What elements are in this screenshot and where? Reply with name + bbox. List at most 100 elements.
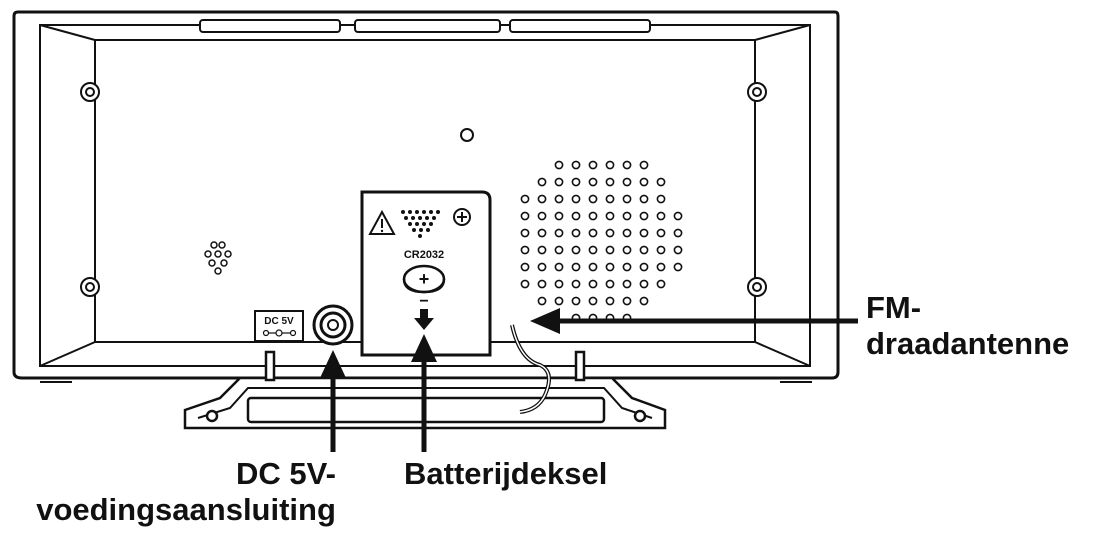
speaker-hole — [588, 245, 598, 255]
top-buttons — [199, 19, 651, 33]
speaker-hole — [571, 211, 581, 221]
speaker-hole — [554, 211, 564, 221]
dc-jack-label: DC 5V — [264, 316, 294, 327]
callout-battery-cover-line1: Batterijdeksel — [404, 456, 608, 491]
speaker-hole — [656, 211, 666, 221]
speaker-hole — [554, 160, 564, 170]
callout-battery-cover: Batterijdeksel — [404, 456, 607, 492]
speaker-hole — [588, 296, 598, 306]
speaker-hole — [537, 177, 547, 187]
speaker-hole — [605, 160, 615, 170]
speaker-hole — [571, 262, 581, 272]
speaker-hole — [639, 228, 649, 238]
hanging-hole — [460, 128, 474, 142]
speaker-hole — [605, 194, 615, 204]
fm-wire-antenna — [510, 324, 551, 414]
speaker-hole — [622, 177, 632, 187]
speaker-hole — [554, 194, 564, 204]
speaker-hole — [537, 245, 547, 255]
speaker-hole — [673, 262, 683, 272]
speaker-hole — [673, 228, 683, 238]
speaker-hole — [520, 194, 530, 204]
speaker-hole — [537, 228, 547, 238]
small-vent — [204, 241, 232, 275]
speaker-hole — [520, 211, 530, 221]
open-direction-arrow-icon — [414, 309, 434, 330]
speaker-hole — [554, 228, 564, 238]
speaker-hole — [673, 211, 683, 221]
speaker-hole — [605, 245, 615, 255]
battery-cover-arrow — [411, 334, 437, 452]
cover-screw-icon — [453, 208, 471, 226]
dc-jack-label-plate: DC 5V — [254, 310, 304, 342]
speaker-hole — [639, 160, 649, 170]
speaker-hole — [520, 245, 530, 255]
polarity-icon — [262, 329, 297, 337]
warning-dots — [401, 210, 440, 238]
fm-antenna-arrow — [530, 308, 858, 334]
callout-arrows — [320, 308, 858, 452]
speaker-hole — [520, 228, 530, 238]
speaker-hole — [622, 279, 632, 289]
speaker-hole — [571, 194, 581, 204]
speaker-hole — [554, 177, 564, 187]
speaker-hole — [571, 228, 581, 238]
speaker-hole — [537, 194, 547, 204]
speaker-hole — [588, 279, 598, 289]
battery-type-label: CR2032 — [404, 249, 444, 261]
speaker-hole — [605, 177, 615, 187]
speaker-hole — [656, 279, 666, 289]
speaker-hole — [656, 262, 666, 272]
speaker-hole — [537, 279, 547, 289]
speaker-hole — [639, 296, 649, 306]
speaker-hole — [622, 296, 632, 306]
speaker-hole — [622, 160, 632, 170]
speaker-hole — [605, 228, 615, 238]
battery-cover: CR2032 + − — [360, 190, 492, 357]
screws — [80, 82, 767, 297]
speaker-hole — [537, 211, 547, 221]
speaker-hole — [656, 194, 666, 204]
speaker-hole — [622, 194, 632, 204]
speaker-hole — [639, 245, 649, 255]
speaker-hole — [622, 262, 632, 272]
speaker-hole — [537, 296, 547, 306]
callout-dc-power: DC 5V- voedingsaansluiting — [8, 456, 336, 528]
speaker-hole — [605, 279, 615, 289]
dc-power-arrow — [320, 350, 346, 452]
speaker-hole — [537, 262, 547, 272]
speaker-hole — [639, 177, 649, 187]
speaker-hole — [673, 245, 683, 255]
speaker-hole — [571, 177, 581, 187]
screw-icon — [80, 277, 100, 297]
callout-dc-power-line2: voedingsaansluiting — [36, 492, 336, 527]
speaker-hole — [622, 211, 632, 221]
speaker-hole — [554, 279, 564, 289]
speaker-hole — [588, 262, 598, 272]
speaker-hole — [605, 296, 615, 306]
speaker-hole — [554, 296, 564, 306]
screw-icon — [80, 82, 100, 102]
speaker-hole — [588, 160, 598, 170]
warning-icon — [368, 209, 396, 235]
speaker-hole — [622, 245, 632, 255]
speaker-hole — [639, 194, 649, 204]
speaker-hole — [605, 211, 615, 221]
top-button-left — [199, 19, 341, 33]
speaker-hole — [571, 245, 581, 255]
speaker-grille — [520, 160, 683, 323]
top-button-middle — [354, 19, 501, 33]
speaker-hole — [588, 228, 598, 238]
speaker-hole — [554, 245, 564, 255]
callout-fm-antenna: FM- draadantenne — [866, 290, 1069, 362]
battery-minus-sign: − — [419, 293, 428, 310]
speaker-hole — [588, 194, 598, 204]
speaker-hole — [571, 296, 581, 306]
coin-cell-icon: + — [402, 264, 446, 294]
screw-icon — [747, 277, 767, 297]
dc-jack — [312, 304, 354, 346]
speaker-hole — [639, 211, 649, 221]
top-button-right — [509, 19, 651, 33]
speaker-hole — [639, 279, 649, 289]
